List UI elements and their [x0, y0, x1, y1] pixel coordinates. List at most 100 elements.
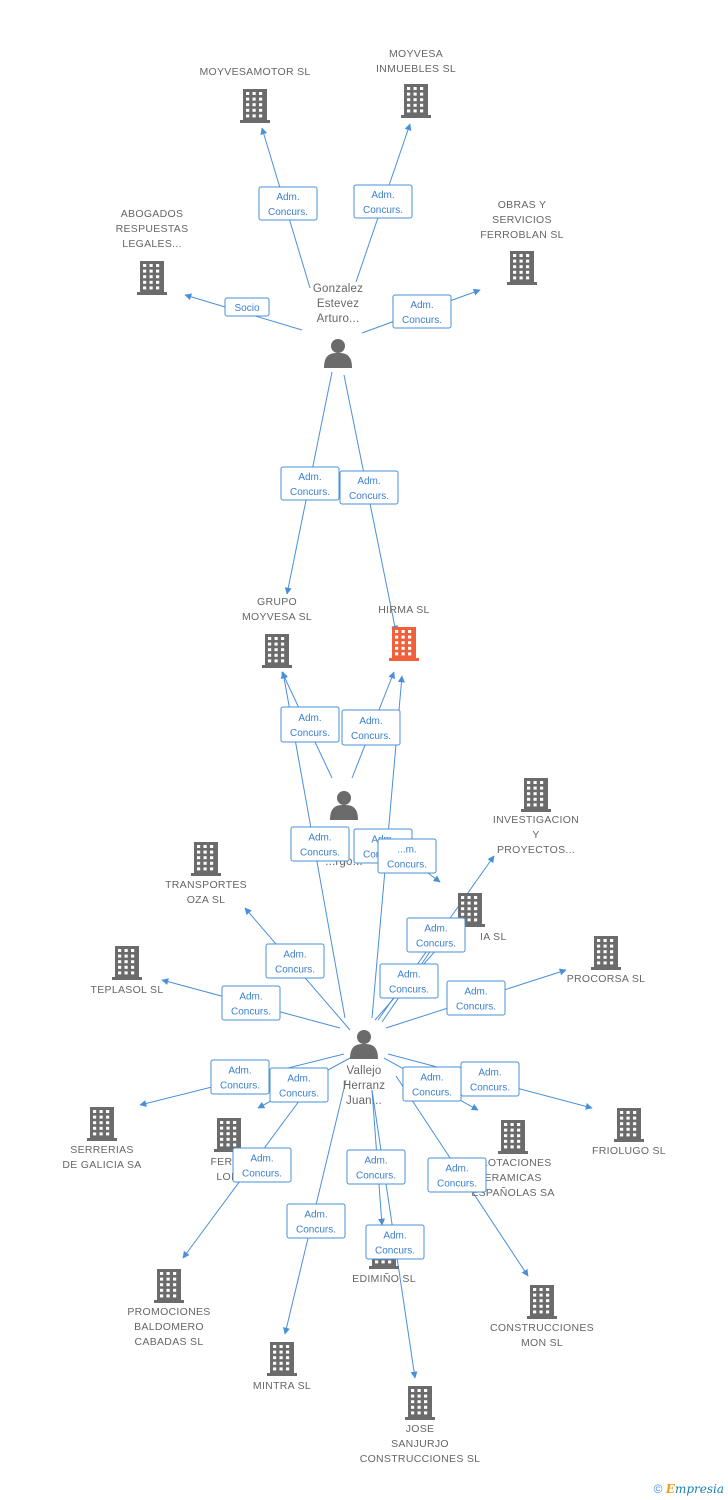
company-node-moyvesamotor[interactable]: MOYVESAMOTOR SL — [199, 66, 310, 123]
node-label-line: INMUEBLES SL — [376, 63, 456, 75]
relation-label-line: Adm. — [276, 192, 299, 203]
relation-label[interactable]: Adm.Concurs. — [446, 980, 506, 1016]
relation-label[interactable]: Adm.Concurs. — [286, 1203, 346, 1239]
node-label-line: HIRMA SL — [378, 604, 429, 616]
company-node-procorsa[interactable]: PROCORSA SL — [567, 936, 646, 985]
node-label-line: FERROBLAN SL — [480, 229, 564, 241]
relation-label-line: Adm. — [298, 713, 321, 724]
relation-label-line: Adm. — [445, 1164, 468, 1175]
building-icon — [591, 936, 621, 970]
relation-label-line: Adm. — [357, 476, 380, 487]
relation-label-line: Concurs. — [389, 985, 429, 996]
building-icon — [154, 1269, 184, 1303]
node-label-line: Estevez — [317, 298, 359, 310]
company-node-friolugo[interactable]: FRIOLUGO SL — [592, 1108, 666, 1157]
relation-label-line: Concurs. — [349, 491, 389, 502]
node-label-line: SANJURJO — [391, 1438, 449, 1450]
node-label-line: INVESTIGACION — [493, 814, 579, 826]
relation-label-line: Concurs. — [290, 487, 330, 498]
relation-label[interactable]: Adm. Concurs. — [379, 963, 439, 999]
relation-label-line: Adm. — [359, 716, 382, 727]
building-icon — [87, 1107, 117, 1141]
relation-label-line: Adm. — [283, 950, 306, 961]
relation-label-line: Adm. — [298, 472, 321, 483]
node-label-line: MON SL — [521, 1337, 563, 1349]
relation-label[interactable]: Adm. Concurs. — [427, 1157, 487, 1193]
building-icon — [137, 261, 167, 295]
relation-label-line: Adm. — [397, 970, 420, 981]
node-label-line: BALDOMERO — [134, 1321, 204, 1333]
relation-label[interactable]: Adm.Concurs. — [221, 985, 281, 1021]
company-node-abogados[interactable]: ABOGADOSRESPUESTASLEGALES... — [116, 208, 189, 295]
footer-brand[interactable]: © Empresia — [654, 1482, 724, 1496]
relation-label[interactable]: ...m.Concurs. — [377, 838, 437, 874]
relation-label[interactable]: Adm.Concurs. — [346, 1149, 406, 1185]
person-node-gonzalez[interactable]: GonzalezEstevezArturo... — [313, 283, 363, 368]
relation-label-line: Concurs. — [416, 939, 456, 950]
company-node-ia[interactable]: IA SL — [455, 893, 507, 943]
relation-label-line: ...m. — [397, 845, 416, 856]
building-icon — [614, 1108, 644, 1142]
building-icon — [401, 84, 431, 118]
node-label-line: CONSTRUCCIONES — [490, 1322, 594, 1334]
relation-label-line: Adm. — [371, 190, 394, 201]
relation-label-line: Concurs. — [363, 205, 403, 216]
relation-label[interactable]: Adm. Concurs. — [406, 917, 466, 953]
building-icon — [521, 778, 551, 812]
node-label-line: RESPUESTAS — [116, 223, 189, 235]
relation-label[interactable]: Adm. Concurs. — [265, 943, 325, 979]
company-node-construcciones_mon[interactable]: CONSTRUCCIONES MON SL — [490, 1285, 594, 1349]
node-label-line: MINTRA SL — [253, 1380, 311, 1392]
relation-label[interactable]: Adm. Concurs. — [339, 470, 399, 505]
relation-label[interactable]: Adm.Concurs. — [232, 1147, 292, 1183]
node-label-line: IA SL — [480, 931, 507, 943]
relation-label-line: Concurs. — [437, 1179, 477, 1190]
node-label-line: PROCORSA SL — [567, 973, 646, 985]
relation-label-line: Concurs. — [220, 1081, 260, 1092]
relation-label[interactable]: Adm.Concurs. — [269, 1067, 329, 1103]
node-label-line: SERRERIAS — [70, 1144, 133, 1156]
node-label-line: MOYVESA — [389, 48, 443, 60]
building-icon — [214, 1118, 244, 1152]
node-label-line: OBRAS Y — [498, 199, 547, 211]
node-label-line: DE GALICIA SA — [62, 1159, 141, 1171]
relation-label-line: Adm. — [424, 924, 447, 935]
company-node-moyvesa_inmuebles[interactable]: MOYVESA INMUEBLES SL — [376, 48, 456, 118]
company-node-hirma[interactable]: HIRMA SL — [378, 604, 429, 661]
node-label-line: Juan... — [346, 1095, 382, 1107]
relation-label[interactable]: Adm.Concurs. — [460, 1061, 520, 1097]
relation-label[interactable]: Socio — [224, 297, 270, 317]
relation-label[interactable]: Adm.Concurs. — [280, 706, 340, 743]
company-node-teplasol[interactable]: TEPLASOL SL — [91, 946, 164, 996]
node-label-line: Herranz — [343, 1080, 385, 1092]
relation-label-line: Concurs. — [275, 965, 315, 976]
relation-label-line: Adm. — [304, 1210, 327, 1221]
relation-label[interactable]: Adm.Concurs. — [402, 1066, 462, 1102]
person-node-vallejo[interactable]: VallejoHerranzJuan... — [343, 1030, 385, 1107]
relation-label[interactable]: Adm.Concurs. — [341, 709, 401, 746]
relation-label[interactable]: Adm. Concurs. — [280, 466, 340, 501]
relation-label[interactable]: Adm.Concurs. — [392, 294, 452, 329]
building-icon — [498, 1120, 528, 1154]
relation-label[interactable]: Adm.Concurs. — [258, 186, 318, 221]
relation-label-line: Concurs. — [456, 1002, 496, 1013]
relation-label-line: Concurs. — [242, 1169, 282, 1180]
relation-label[interactable]: Adm.Concurs. — [210, 1059, 270, 1095]
relation-label-line: Adm. — [383, 1231, 406, 1242]
relation-label-line: Concurs. — [300, 848, 340, 859]
company-node-mintra[interactable]: MINTRA SL — [253, 1342, 311, 1392]
company-node-serrerias[interactable]: SERRERIAS DE GALICIA SA — [62, 1107, 141, 1171]
relation-label[interactable]: Adm. Concurs. — [353, 184, 413, 219]
company-node-investigacion[interactable]: INVESTIGACIONYPROYECTOS... — [493, 778, 579, 856]
node-label-line: OZA SL — [187, 894, 226, 906]
node-label-line: JOSE — [406, 1423, 435, 1435]
relation-label[interactable]: Adm.Concurs. — [365, 1224, 425, 1260]
person-icon — [324, 339, 352, 368]
relation-label[interactable]: Adm.Concurs. — [290, 826, 350, 862]
